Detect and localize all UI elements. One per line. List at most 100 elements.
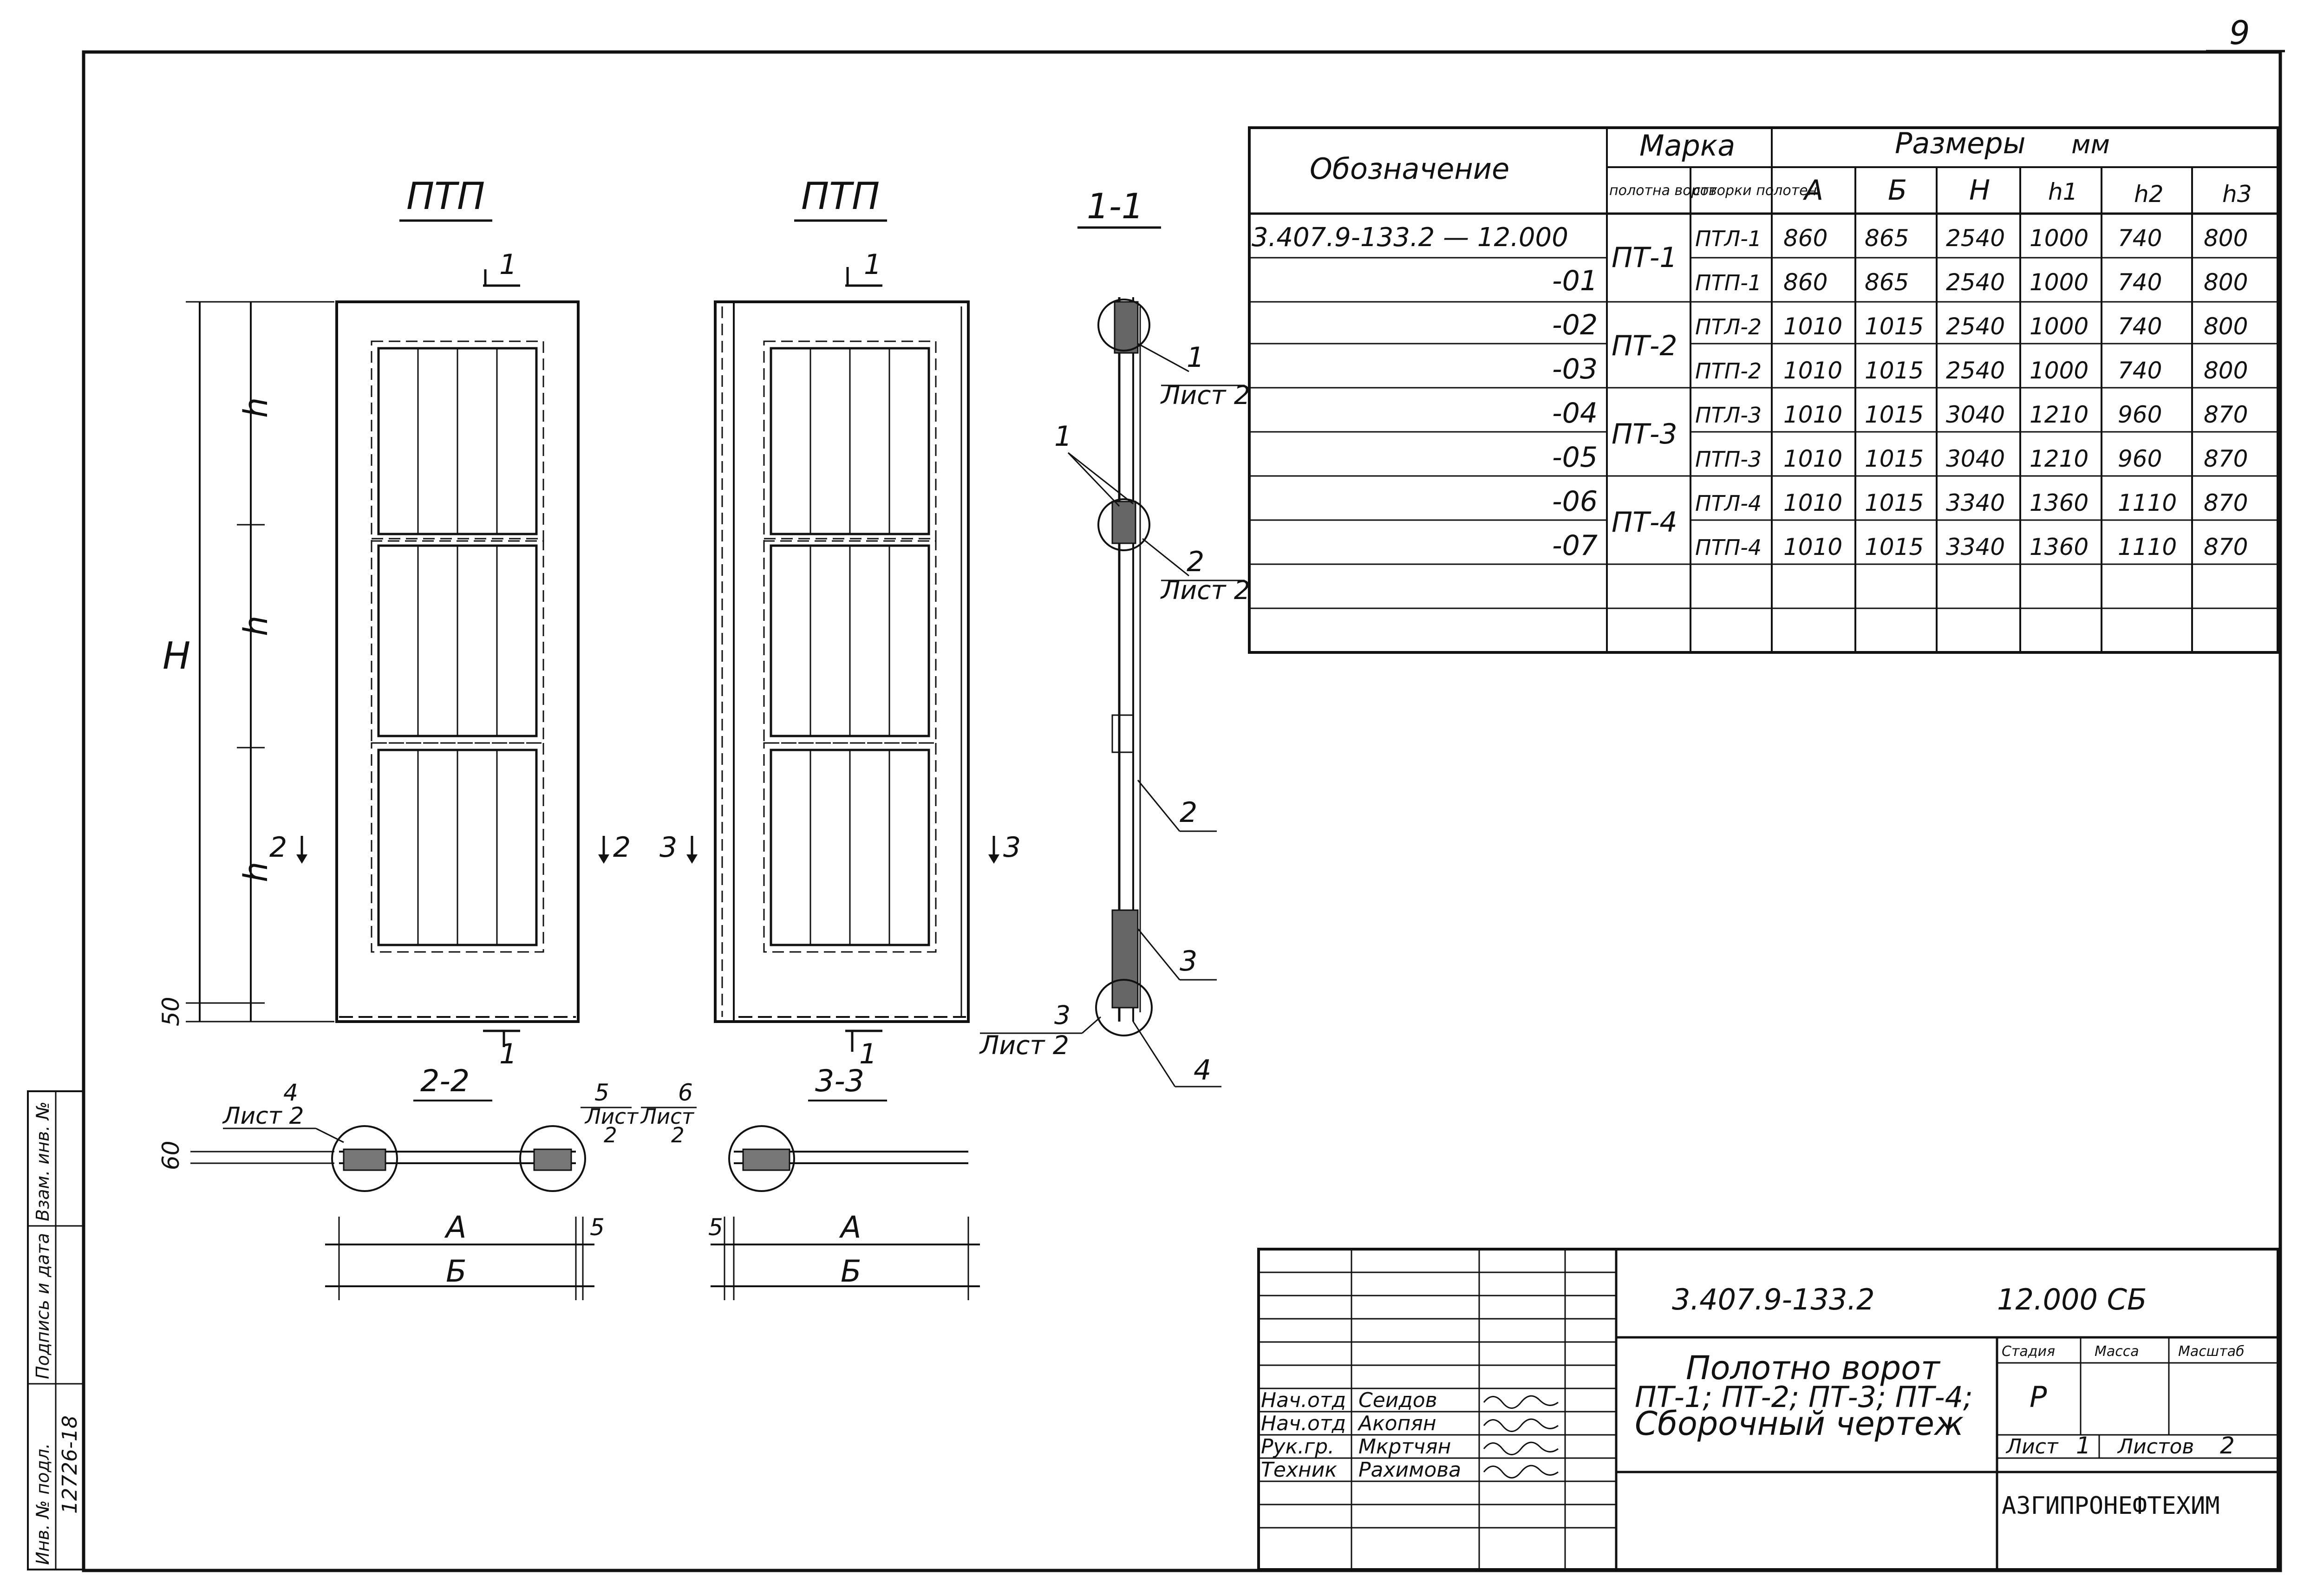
spec-cell-H: 3040	[1946, 445, 2005, 472]
tb-sign-name: Мкртчян	[1358, 1435, 1451, 1459]
cut-mark-1-top-left: 1	[499, 248, 517, 281]
spec-row-sash: ПТП-1	[1695, 270, 1762, 295]
spec-cell-h3: 870	[2204, 445, 2248, 472]
tb-title-2: ПТ-1; ПТ-2; ПТ-3; ПТ-4;	[1635, 1380, 1973, 1414]
hdr-units: мм	[2071, 130, 2110, 159]
tb-sign-name: Сеидов	[1358, 1388, 1437, 1412]
callout-3-left: 3	[1054, 1000, 1070, 1030]
spec-row-sash: ПТЛ-3	[1695, 403, 1762, 428]
spec-row-leaf: ПТ-3	[1612, 418, 1677, 450]
hdr-sizes: Размеры	[1895, 126, 2026, 160]
spec-cell-B: 865	[1865, 225, 1909, 252]
cut-mark-2-left: 2	[269, 831, 287, 864]
cut-mark-1-top-right: 1	[864, 248, 881, 281]
signature-scribble	[1483, 1465, 1559, 1479]
spec-cell-h2: 960	[2118, 445, 2162, 472]
stamp-replace-label: Взам. инв. №	[33, 1101, 53, 1221]
spec-cell-A: 1010	[1783, 401, 1842, 428]
tb-stage-value: Р	[2030, 1380, 2047, 1414]
callout-3: 3	[1180, 945, 1197, 977]
front-right-title: ПТП	[801, 175, 880, 218]
tb-sign-role: Нач.отд	[1261, 1388, 1346, 1412]
spec-cell-h3: 870	[2204, 489, 2248, 516]
spec-cell-H: 2540	[1946, 313, 2005, 340]
section-3-3-title: 3-3	[815, 1064, 864, 1099]
drawing-frame	[82, 50, 2282, 1572]
tb-sign-name: Акопян	[1357, 1412, 1436, 1435]
signature-scribble	[1483, 1418, 1559, 1432]
hdr-leaf: полотна ворот	[1609, 182, 1717, 199]
cut-mark-1-bottom-right: 1	[859, 1038, 877, 1070]
spec-cell-h1: 1360	[2030, 489, 2089, 516]
dim-B-right: Б	[841, 1254, 862, 1289]
tb-sheets-value: 2	[2220, 1432, 2235, 1459]
hdr-designation: Обозначение	[1310, 152, 1509, 186]
stamp-inv-label: Инв. № подл.	[33, 1443, 53, 1565]
spec-row-sash: ПТЛ-4	[1695, 491, 1762, 516]
dim-h-2: h	[237, 616, 275, 636]
stamp-inv-value: 12726-18	[58, 1415, 82, 1514]
spec-cell-H: 3040	[1946, 401, 2005, 428]
tb-scale-label: Масштаб	[2178, 1343, 2245, 1360]
spec-cell-B: 1015	[1865, 489, 1924, 516]
section-3-3: 3-3 6 Лист 2 A Б 5	[640, 1064, 980, 1300]
dim-H: H	[163, 634, 190, 677]
spec-cell-A: 860	[1783, 269, 1828, 296]
spec-row-leaf: ПТ-4	[1612, 506, 1677, 539]
spec-cell-h1: 1360	[2030, 534, 2089, 560]
dim-60: 60	[157, 1140, 184, 1170]
spec-cell-h1: 1000	[2030, 313, 2089, 340]
callout-2-lower: 2	[1180, 796, 1197, 829]
spec-cell-A: 1010	[1783, 489, 1842, 516]
spec-row-leaf: ПТ-2	[1612, 330, 1677, 362]
tb-sign-role: Нач.отд	[1261, 1412, 1346, 1435]
spec-row-designation: -07	[1552, 529, 1598, 562]
spec-cell-B: 865	[1865, 269, 1909, 296]
spec-cell-B: 1015	[1865, 313, 1924, 340]
spec-row-designation: -06	[1552, 485, 1598, 518]
spec-cell-h3: 800	[2204, 225, 2248, 252]
spec-row-designation: -03	[1552, 353, 1598, 385]
front-view-right: ПТП 1 1 3 3	[659, 175, 1021, 1070]
hdr-h2: h2	[2134, 181, 2164, 208]
tb-sign-role: Техник	[1261, 1458, 1337, 1482]
spec-cell-H: 3340	[1946, 534, 2005, 560]
tb-sign-role: Рук.гр.	[1261, 1435, 1334, 1459]
section-2-2-title: 2-2	[420, 1064, 470, 1099]
spec-cell-B: 1015	[1865, 401, 1924, 428]
spec-cell-h1: 1000	[2030, 357, 2089, 384]
hdr-mark: Марка	[1639, 129, 1735, 163]
spec-cell-h2: 740	[2118, 225, 2162, 252]
tb-sheets-label: Листов	[2117, 1435, 2194, 1459]
spec-cell-A: 1010	[1783, 357, 1842, 384]
cut-mark-3-right: 3	[1003, 831, 1021, 864]
dim-B-left: Б	[446, 1254, 467, 1289]
dim-A-right: A	[839, 1210, 861, 1245]
stamp-sign-label: Подпись и дата	[33, 1233, 53, 1379]
spec-cell-A: 860	[1783, 225, 1828, 252]
spec-row-designation: -01	[1552, 265, 1598, 297]
spec-cell-h2: 960	[2118, 401, 2162, 428]
spec-cell-A: 1010	[1783, 313, 1842, 340]
page-number: 9	[2229, 14, 2250, 52]
tb-sheet-label: Лист	[2005, 1435, 2059, 1459]
spec-cell-h1: 1000	[2030, 269, 2089, 296]
spec-cell-B: 1015	[1865, 357, 1924, 384]
cut-mark-2-right: 2	[613, 831, 631, 864]
hdr-A: A	[1802, 174, 1823, 207]
spec-cell-h2: 740	[2118, 313, 2162, 340]
tb-sheet-value: 1	[2076, 1432, 2091, 1459]
spec-row-sash: ПТП-4	[1695, 535, 1762, 560]
callout-6-sheet: Лист	[640, 1104, 695, 1129]
spec-row-designation: 3.407.9-133.2 — 12.000	[1252, 222, 1568, 253]
spec-row-designation: -04	[1552, 397, 1598, 430]
tb-sign-name: Рахимова	[1358, 1458, 1461, 1482]
tb-title-1: Полотно ворот	[1686, 1349, 1941, 1387]
callout-1-upper: 1	[1054, 420, 1072, 453]
spec-cell-h1: 1000	[2030, 225, 2089, 252]
spec-cell-h2: 740	[2118, 357, 2162, 384]
spec-cell-h2: 740	[2118, 269, 2162, 296]
callout-3-sheet: Лист 2	[979, 1030, 1069, 1060]
